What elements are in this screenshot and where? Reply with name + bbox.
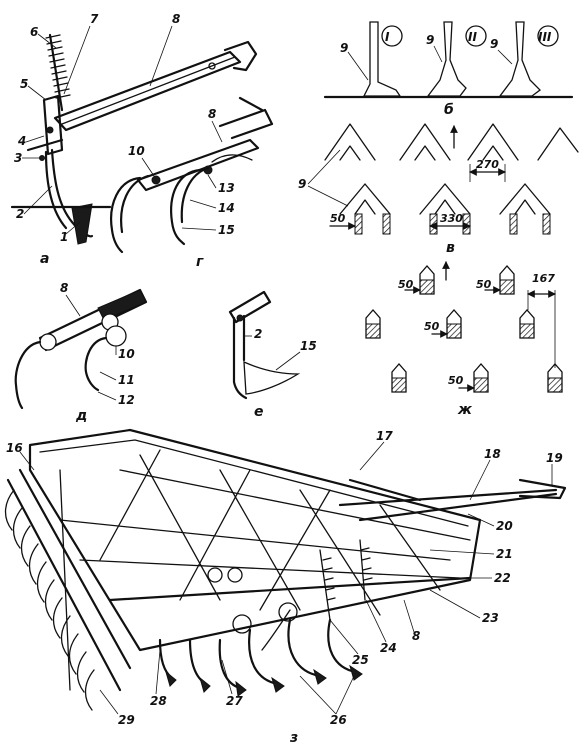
tine-type-ii: II xyxy=(426,21,487,97)
roman-II: II xyxy=(468,30,477,44)
label-26: 26 xyxy=(330,713,347,727)
label-15: 15 xyxy=(300,339,317,353)
label-5: 5 xyxy=(20,77,28,91)
panel-d: 8 10 11 12 д xyxy=(14,281,148,424)
panel-g-label-group: 8 10 13 14 15 г xyxy=(128,107,235,270)
label-8: 8 xyxy=(172,12,180,26)
label-29: 29 xyxy=(118,713,135,727)
label-17: 17 xyxy=(376,429,393,443)
label-1: 1 xyxy=(60,230,68,244)
label-11: 11 xyxy=(118,373,135,387)
springtooth-drawing xyxy=(110,96,274,254)
shank-layout-drawing xyxy=(365,261,563,393)
label-14: 14 xyxy=(218,201,235,215)
label-10: 10 xyxy=(128,144,145,158)
label-20: 20 xyxy=(496,519,513,533)
caption-v: в xyxy=(446,240,455,256)
label-2: 2 xyxy=(254,327,262,341)
label-10: 10 xyxy=(118,347,135,361)
panel-d-label-group: 8 10 11 12 д xyxy=(60,281,135,424)
label-22: 22 xyxy=(494,571,511,585)
tine-type-iii: III xyxy=(498,21,559,97)
label-3: 3 xyxy=(14,151,22,165)
label-6: 6 xyxy=(30,25,38,39)
panel-e: 2 15 е xyxy=(228,290,317,420)
label-19: 19 xyxy=(546,451,563,465)
dim-50: 50 xyxy=(330,212,346,225)
label-25: 25 xyxy=(352,653,369,667)
label-9: 9 xyxy=(426,33,434,47)
caption-zh: ж xyxy=(457,402,473,418)
label-18: 18 xyxy=(484,447,501,461)
caption-g: г xyxy=(196,254,204,270)
panel-b: I II III 9 9 9 б xyxy=(323,21,574,118)
roman-III: III xyxy=(538,30,552,44)
panel-a: 6 7 8 5 4 3 2 1 а xyxy=(10,12,258,267)
label-7: 7 xyxy=(90,12,99,26)
label-9: 9 xyxy=(298,177,306,191)
sweep-shank-drawing xyxy=(228,290,301,400)
dim-50: 50 xyxy=(448,374,464,387)
caption-e: е xyxy=(254,404,264,420)
caption-z: з xyxy=(289,730,298,746)
dim-330: 330 xyxy=(440,212,463,225)
label-4: 4 xyxy=(17,134,26,148)
dim-167: 167 xyxy=(532,272,555,285)
dim-50: 50 xyxy=(476,278,492,291)
shanks-drawing xyxy=(158,602,363,697)
dim-50: 50 xyxy=(398,278,414,291)
caption-d: д xyxy=(75,408,87,424)
panel-g: 8 10 13 14 15 г xyxy=(110,96,274,270)
label-27: 27 xyxy=(226,694,243,708)
label-16: 16 xyxy=(6,441,23,455)
tine-type-i: I xyxy=(362,21,403,97)
harrow-teeth xyxy=(4,468,132,711)
sweep-row-back xyxy=(324,123,579,161)
label-23: 23 xyxy=(482,611,499,625)
caption-b: б xyxy=(444,102,454,118)
label-2: 2 xyxy=(16,207,24,221)
frame-drawing xyxy=(28,428,567,652)
beam-drawing xyxy=(53,40,258,132)
panel-z-label-group: 16 17 18 19 20 21 22 23 8 24 25 26 27 28… xyxy=(6,429,563,746)
label-13: 13 xyxy=(218,181,235,195)
dim-50: 50 xyxy=(424,320,440,333)
label-24: 24 xyxy=(380,641,397,655)
label-15: 15 xyxy=(218,223,235,237)
spring-drawing xyxy=(45,33,71,112)
dim-270: 270 xyxy=(476,158,499,171)
panel-a-label-group: 6 7 8 5 4 3 2 1 а xyxy=(14,12,180,267)
label-9: 9 xyxy=(340,41,348,55)
label-28: 28 xyxy=(150,694,167,708)
label-8: 8 xyxy=(60,281,68,295)
label-12: 12 xyxy=(118,393,135,407)
label-9: 9 xyxy=(490,37,498,51)
label-8: 8 xyxy=(412,629,420,643)
panel-z: 16 17 18 19 20 21 22 23 8 24 25 26 27 28… xyxy=(4,428,567,746)
label-8: 8 xyxy=(208,107,216,121)
label-21: 21 xyxy=(496,547,513,561)
roman-I: I xyxy=(385,30,390,44)
panel-zh: 50 50 167 50 50 ж xyxy=(365,261,563,418)
panel-v: 9 270 50 330 в xyxy=(298,123,579,256)
caption-a: а xyxy=(40,251,49,267)
